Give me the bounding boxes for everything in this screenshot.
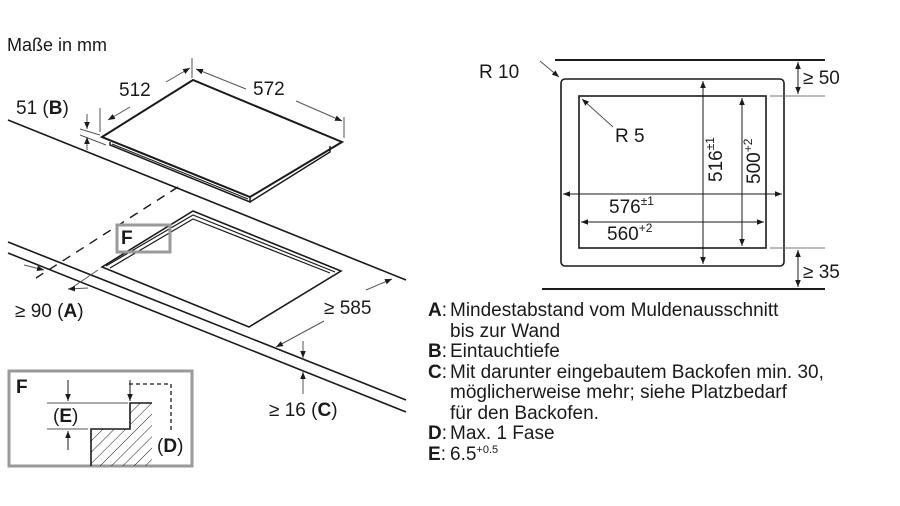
worktop-front-edge-top [7, 241, 407, 401]
legend-item-a: A: Mindestabstand vom Muldenausschnitt b… [428, 300, 779, 342]
dim-worktop-label: ≥ 16 (C) [269, 400, 338, 421]
detail-d-label: (D) [157, 436, 184, 457]
legend: A: Mindestabstand vom Muldenausschnitt b… [428, 300, 824, 467]
cutout-plan [539, 59, 825, 290]
alignment-dashed-line [35, 186, 179, 279]
inner-height-label: 500+2 [741, 138, 765, 184]
outer-width-label: 576±1 [609, 194, 654, 218]
detail-marker-label: F [121, 228, 133, 249]
clearance-top-label: ≥ 50 [803, 68, 840, 89]
dim-height-label: 51 (B) [16, 98, 69, 119]
worktop-cutout [100, 210, 343, 328]
dim-width-label: 572 [253, 79, 285, 100]
inner-width-label: 560+2 [607, 221, 653, 245]
dim-51-b [79, 114, 107, 150]
worktop-back-edge [7, 119, 407, 281]
outer-radius-label: R 10 [479, 62, 520, 83]
cooktop-isometric [99, 78, 345, 204]
dim-wall-distance-label: ≥ 90 (A) [15, 301, 84, 322]
dim-cutout-depth-label: ≥ 585 [324, 298, 372, 319]
detail-f-box [7, 369, 194, 468]
legend-item-b: B: Eintauchtiefe [428, 341, 560, 362]
detail-f-title: F [16, 377, 28, 398]
legend-item-e: E: 6.5+0.5 [428, 443, 499, 465]
legend-item-c: C: Mit darunter eingebautem Backofen min… [428, 361, 824, 424]
dim-572 [195, 68, 345, 138]
legend-item-d: D: Max. 1 Fase [428, 423, 555, 444]
dim-90-a [23, 264, 99, 292]
detail-f-marker [115, 223, 172, 254]
dim-585 [275, 278, 393, 348]
inner-radius-label: R 5 [615, 126, 645, 147]
detail-e-label: (E) [53, 406, 79, 427]
outer-height-label: 516±1 [703, 137, 727, 182]
page-title: Maße in mm [7, 35, 108, 55]
dim-512 [99, 58, 193, 132]
worktop-front-edge-bottom [7, 252, 407, 413]
dim-depth-label: 512 [119, 80, 151, 101]
clearance-bottom-label: ≥ 35 [803, 262, 840, 283]
